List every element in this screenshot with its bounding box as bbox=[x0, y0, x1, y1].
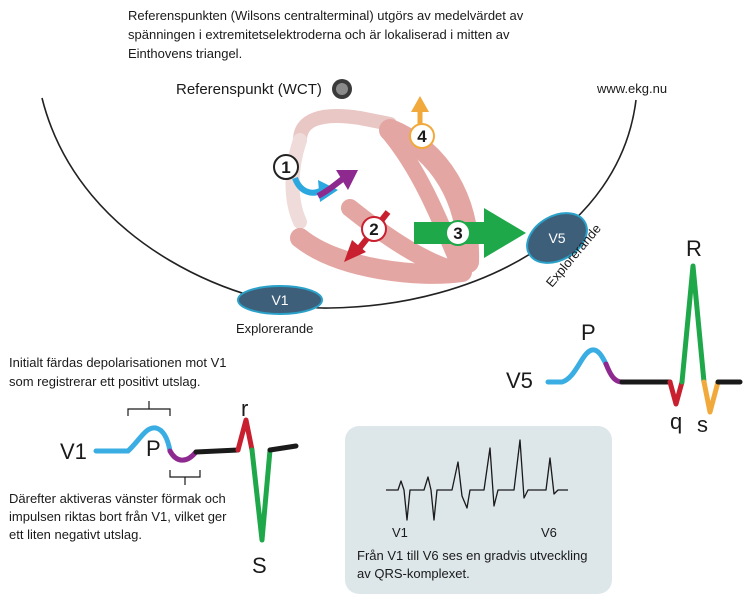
v1-trace: V1 P r S bbox=[60, 396, 299, 578]
vector-1-badge: 1 bbox=[273, 154, 299, 180]
v5-s-wave bbox=[701, 379, 721, 415]
v1-negative-bracket bbox=[169, 470, 201, 485]
v5-r-label: R bbox=[686, 236, 702, 261]
complex-v6 bbox=[540, 457, 568, 495]
progression-left-lead: V1 bbox=[392, 525, 408, 540]
complex-v5 bbox=[508, 439, 540, 499]
v5-r-wave bbox=[679, 263, 707, 385]
site-label: www.ekg.nu bbox=[596, 81, 667, 96]
v1-r-label: r bbox=[241, 396, 248, 421]
vector-2-badge: 2 bbox=[361, 216, 387, 242]
v1-p-label: P bbox=[146, 436, 161, 461]
heart-illustration bbox=[285, 109, 480, 284]
progression-box: V1 V6 Från V1 till V6 ses en gradvis utv… bbox=[345, 426, 612, 594]
progression-caption-line-1: Från V1 till V6 ses en gradvis utvecklin… bbox=[357, 548, 588, 563]
progression-caption-line-2: av QRS-komplexet. bbox=[357, 566, 470, 581]
v5-trace-lead-label: V5 bbox=[506, 368, 533, 393]
vector-1-number: 1 bbox=[281, 158, 290, 177]
v5-s-label: s bbox=[697, 412, 708, 437]
v1-p-bracket bbox=[127, 401, 171, 416]
v1-r-wave bbox=[235, 417, 255, 453]
intro-line-2: spänningen i extremitetselektroderna och… bbox=[128, 27, 510, 42]
electrode-v5-label: V5 bbox=[548, 230, 565, 246]
electrode-v1-label: V1 bbox=[271, 292, 288, 308]
v1-trace-lead-label: V1 bbox=[60, 439, 87, 464]
v1-note-bottom-line-1: Därefter aktiveras vänster förmak och bbox=[9, 491, 226, 506]
torso-outline bbox=[41, 97, 637, 309]
v1-note-bottom-line-2: impulsen riktas bort från V1, vilket ger bbox=[9, 509, 227, 524]
electrode-v1-caption: Explorerande bbox=[236, 321, 313, 336]
v5-q-label: q bbox=[670, 409, 682, 434]
v1-tail bbox=[267, 443, 299, 453]
v1-note-bottom-line-3: ett liten negativt utslag. bbox=[9, 527, 142, 542]
vector-3-number: 3 bbox=[453, 224, 462, 243]
complex-v3 bbox=[446, 461, 478, 509]
electrode-v5: V5 bbox=[526, 212, 588, 264]
vector-4-number: 4 bbox=[417, 127, 427, 146]
vector-4-arrow bbox=[411, 96, 429, 126]
intro-text: Referenspunkten (Wilsons centralterminal… bbox=[128, 8, 524, 61]
intro-line-1: Referenspunkten (Wilsons centralterminal… bbox=[128, 8, 524, 23]
precordial-strip bbox=[386, 439, 568, 521]
intro-line-3: Einthovens triangel. bbox=[128, 46, 242, 61]
v1-s-label: S bbox=[252, 553, 267, 578]
v1-negative-atrial-wave bbox=[167, 448, 199, 463]
v5-p-label: P bbox=[581, 320, 596, 345]
vector-3-badge: 3 bbox=[445, 220, 471, 246]
progression-right-lead: V6 bbox=[541, 525, 557, 540]
vector-4-badge: 4 bbox=[409, 123, 435, 149]
reference-point-icon bbox=[332, 79, 352, 99]
v5-q-wave bbox=[667, 379, 685, 407]
v1-s-wave bbox=[249, 447, 273, 543]
v5-trace: V5 P q R s bbox=[506, 236, 743, 437]
v5-p-wave-rise bbox=[545, 347, 609, 385]
vector-1-purple-arrow bbox=[316, 170, 358, 199]
v1-baseline bbox=[193, 447, 241, 455]
electrode-v1: V1 bbox=[237, 285, 323, 315]
complex-v2 bbox=[416, 476, 446, 521]
reference-label: Referenspunkt (WCT) bbox=[176, 81, 322, 98]
v1-p-wave bbox=[93, 425, 173, 454]
vector-2-number: 2 bbox=[369, 220, 378, 239]
v5-p-wave-fall bbox=[603, 361, 625, 385]
complex-v1 bbox=[386, 480, 416, 521]
complex-v4 bbox=[478, 447, 508, 507]
v1-note-top-line-1: Initialt färdas depolarisationen mot V1 bbox=[9, 355, 227, 370]
v1-note-top-line-2: som registrerar ett positivt utslag. bbox=[9, 374, 200, 389]
